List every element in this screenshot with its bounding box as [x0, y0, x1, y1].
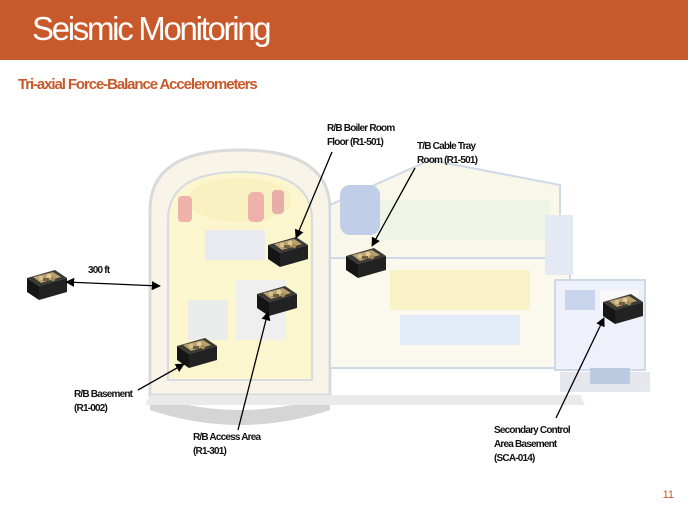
label-boiler-room: R/B Boiler Room Floor (R1-501): [327, 122, 395, 150]
distance-label: 300 ft: [88, 265, 110, 276]
label-basement-line1: R/B Basement: [74, 389, 133, 400]
title-bar: Seismic Monitoring: [0, 0, 688, 60]
label-secondary-control-line3: (SCA-014): [494, 453, 535, 464]
label-boiler-room-line2: Floor (R1-501): [327, 137, 384, 148]
slide-title: Seismic Monitoring: [32, 10, 272, 47]
plant-cutaway-art: [145, 148, 650, 425]
label-secondary-control: Secondary Control Area Basement (SCA-014…: [494, 424, 571, 466]
label-cable-tray-line2: Room (R1-501): [417, 155, 478, 166]
label-basement: R/B Basement (R1-002): [74, 388, 133, 416]
label-access-area-line1: R/B Access Area: [193, 432, 261, 443]
label-basement-line2: (R1-002): [74, 403, 108, 414]
label-boiler-room-line1: R/B Boiler Room: [327, 123, 395, 134]
label-access-area-line2: (R1-301): [193, 446, 227, 457]
label-access-area: R/B Access Area (R1-301): [193, 431, 261, 459]
label-cable-tray: T/B Cable Tray Room (R1-501): [417, 140, 478, 168]
label-secondary-control-line2: Area Basement: [494, 439, 557, 450]
slide-subtitle: Tri-axial Force-Balance Accelerometers: [18, 76, 258, 93]
label-cable-tray-line1: T/B Cable Tray: [417, 141, 476, 152]
annotation-arrows: [65, 151, 605, 431]
page-number: 11: [662, 489, 674, 501]
sensor-300ft: [27, 270, 67, 300]
label-secondary-control-line1: Secondary Control: [494, 425, 571, 436]
